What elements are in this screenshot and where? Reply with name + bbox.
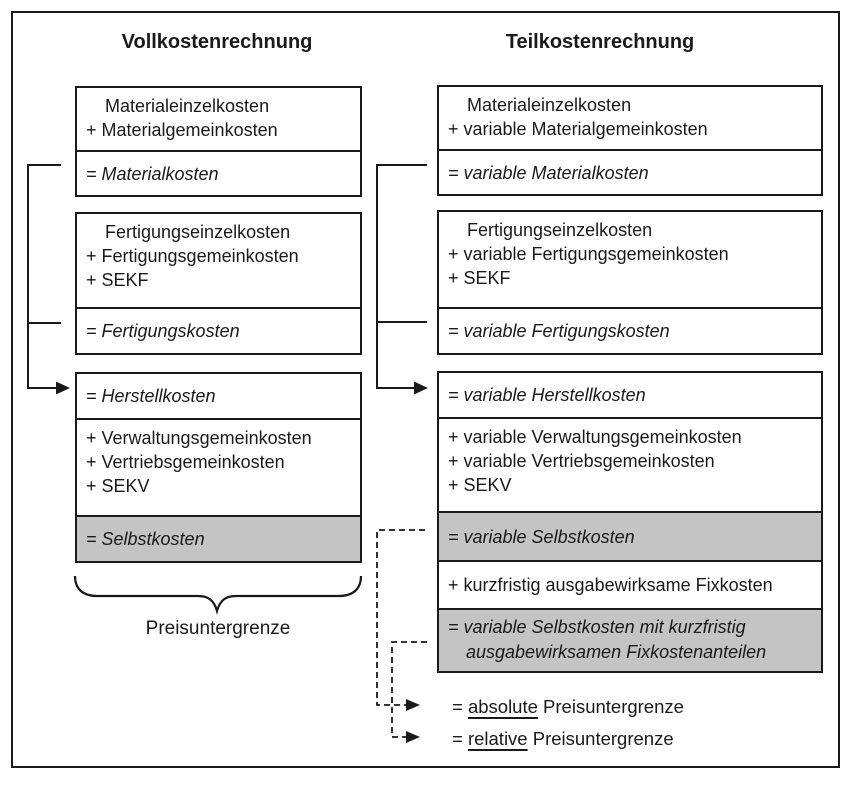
cost-line: + variable Fertigungsgemeinkosten xyxy=(448,244,729,264)
equals-sign: = xyxy=(452,696,468,717)
right-bracket-line xyxy=(376,164,427,389)
cost-line: + variable Vertriebsgemeinkosten xyxy=(448,451,715,471)
preisuntergrenze-brace xyxy=(73,575,363,616)
vollkosten-fertigung-box: Fertigungseinzelkosten + Fertigungsgemei… xyxy=(75,212,362,355)
left-column-title: Vollkostenrechnung xyxy=(121,31,313,53)
fertigung-sum-section: Fertigungseinzelkosten + Fertigungsgemei… xyxy=(77,214,360,307)
cost-line: Fertigungseinzelkosten xyxy=(467,220,653,240)
materialkosten-result-row: = Materialkosten xyxy=(77,150,360,195)
absolute-preisuntergrenze-line: = absolute Preisuntergrenze xyxy=(452,695,684,719)
cost-line: Materialeinzelkosten xyxy=(467,95,632,115)
teilkosten-selbstkosten-box: = variable Herstellkosten + variable Ver… xyxy=(437,371,823,673)
dashed-relative-connector xyxy=(391,641,427,738)
left-bracket-line xyxy=(27,164,61,389)
right-herstellkosten-arrowhead xyxy=(414,381,428,395)
gemeinkosten-sum-section: + variable Verwaltungsgemeinkosten + var… xyxy=(439,417,821,511)
left-herstellkosten-arrowhead xyxy=(56,381,70,395)
relative-arrowhead xyxy=(406,731,420,743)
teilkosten-material-box: Materialeinzelkosten + variable Material… xyxy=(437,85,823,196)
absolute-arrowhead xyxy=(406,699,420,711)
fertigungskosten-result-row: = Fertigungskosten xyxy=(77,307,360,353)
cost-line: + Fertigungsgemeinkosten xyxy=(86,246,299,266)
variable-selbstkosten-result-row: = variable Selbstkosten xyxy=(439,511,821,560)
variable-selbstkosten-fixanteile-result-row: = variable Selbstkosten mit kurzfristig … xyxy=(439,608,821,671)
cost-line: + SEKF xyxy=(86,270,149,290)
cost-line: + Materialgemeinkosten xyxy=(86,120,278,140)
fixkosten-row: + kurzfristig ausgabewirksame Fixkosten xyxy=(439,560,821,608)
vollkosten-material-box: Materialeinzelkosten + Materialgemeinkos… xyxy=(75,86,362,197)
right-column-title: Teilkostenrechnung xyxy=(505,31,695,53)
variable-herstellkosten-row: = variable Herstellkosten xyxy=(448,385,646,405)
preisuntergrenze-word: Preisuntergrenze xyxy=(537,696,684,717)
preisuntergrenze-label: Preisuntergrenze xyxy=(145,618,291,639)
cost-line: + SEKV xyxy=(448,475,512,495)
fertigung-sum-section: Fertigungseinzelkosten + variable Fertig… xyxy=(439,212,821,307)
vollkosten-selbstkosten-box: = Herstellkosten + Verwaltungsgemeinkost… xyxy=(75,372,362,563)
equals-sign: = xyxy=(452,728,468,749)
preisuntergrenze-word: Preisuntergrenze xyxy=(527,728,674,749)
selbstkosten-result-row: = Selbstkosten xyxy=(77,515,360,561)
cost-line: Materialeinzelkosten xyxy=(105,96,270,116)
cost-line: + SEKV xyxy=(86,476,150,496)
cost-line: + Vertriebsgemeinkosten xyxy=(86,452,285,472)
herstellkosten-row: = Herstellkosten xyxy=(86,386,216,406)
gemeinkosten-sum-section: + Verwaltungsgemeinkosten + Vertriebsgem… xyxy=(77,418,360,515)
relative-preisuntergrenze-line: = relative Preisuntergrenze xyxy=(452,727,674,751)
dashed-absolute-connector xyxy=(376,529,425,706)
cost-line: + variable Verwaltungsgemeinkosten xyxy=(448,427,742,447)
material-sum-section: Materialeinzelkosten + Materialgemeinkos… xyxy=(77,88,360,150)
teilkosten-fertigung-box: Fertigungseinzelkosten + variable Fertig… xyxy=(437,210,823,355)
absolute-underlined-word: absolute xyxy=(467,696,538,717)
cost-line: Fertigungseinzelkosten xyxy=(105,222,291,242)
variable-fertigungskosten-result-row: = variable Fertigungskosten xyxy=(439,307,821,353)
cost-line: + variable Materialgemeinkosten xyxy=(448,119,708,139)
relative-underlined-word: relative xyxy=(467,728,528,749)
cost-line: + Verwaltungsgemeinkosten xyxy=(86,428,312,448)
cost-line: + SEKF xyxy=(448,268,511,288)
variable-materialkosten-result-row: = variable Materialkosten xyxy=(439,149,821,194)
material-sum-section: Materialeinzelkosten + variable Material… xyxy=(439,87,821,149)
